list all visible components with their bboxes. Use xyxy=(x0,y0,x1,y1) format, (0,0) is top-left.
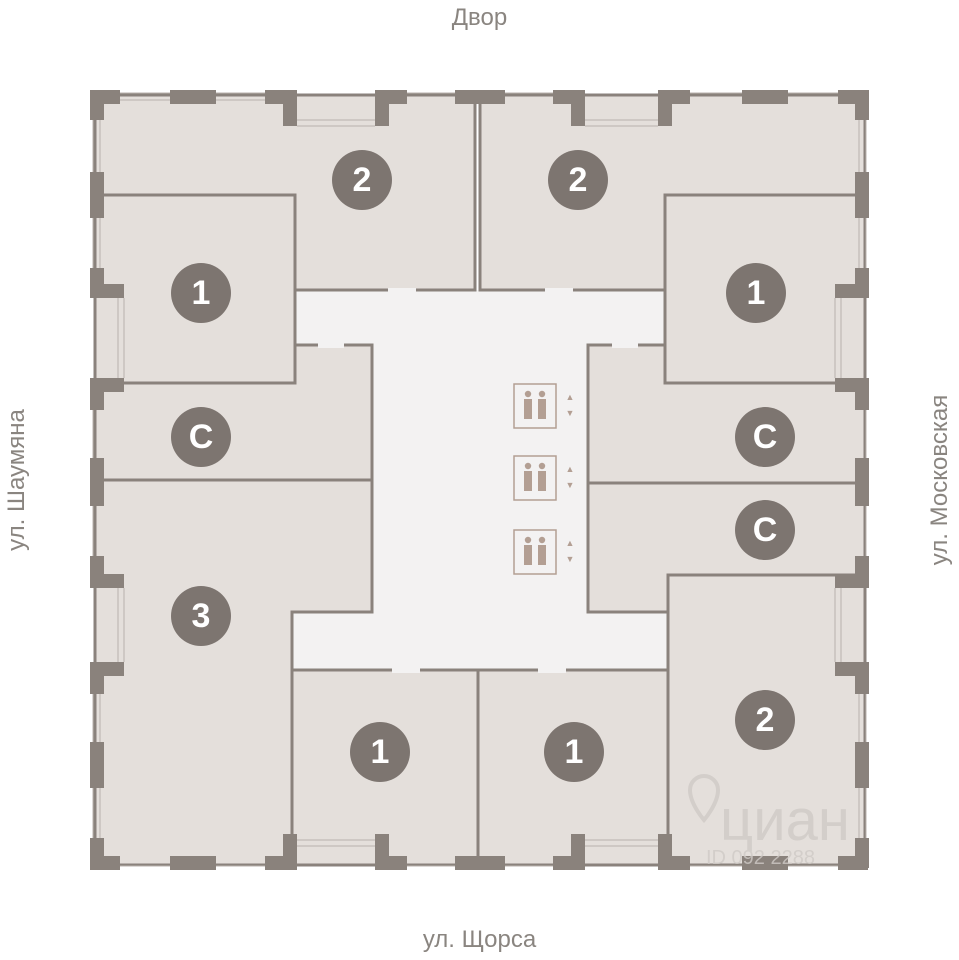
room-badge[interactable]: 1 xyxy=(726,263,786,323)
svg-text:▼: ▼ xyxy=(566,408,575,418)
svg-text:1: 1 xyxy=(192,274,211,312)
svg-text:циан: циан xyxy=(720,788,850,853)
svg-text:С: С xyxy=(189,418,214,456)
room-badge[interactable]: С xyxy=(735,500,795,560)
svg-text:3: 3 xyxy=(192,597,211,635)
svg-text:ID 092 2288: ID 092 2288 xyxy=(706,847,815,869)
svg-text:1: 1 xyxy=(565,733,584,771)
room-badge[interactable]: С xyxy=(171,407,231,467)
svg-text:▲: ▲ xyxy=(566,464,575,474)
room-badge[interactable]: С xyxy=(735,407,795,467)
svg-text:2: 2 xyxy=(756,701,775,739)
svg-text:1: 1 xyxy=(747,274,766,312)
svg-text:С: С xyxy=(753,511,778,549)
elevator-icon: ▲ ▼ xyxy=(513,455,575,501)
elevator-group: ▲ ▼ ▲ ▼ ▲ ▼ xyxy=(513,383,575,575)
svg-text:▼: ▼ xyxy=(566,480,575,490)
room-badge[interactable]: 2 xyxy=(735,690,795,750)
street-label-top: Двор xyxy=(451,4,508,31)
elevator-icon: ▲ ▼ xyxy=(513,529,575,575)
elevator-icon: ▲ ▼ xyxy=(513,383,575,429)
room-badge[interactable]: 3 xyxy=(171,586,231,646)
svg-text:С: С xyxy=(753,418,778,456)
room-badge[interactable]: 2 xyxy=(548,150,608,210)
windows xyxy=(92,92,867,867)
svg-text:▲: ▲ xyxy=(566,392,575,402)
svg-text:1: 1 xyxy=(371,733,390,771)
street-label-bottom: ул. Щорса xyxy=(422,926,537,953)
svg-text:▲: ▲ xyxy=(566,538,575,548)
svg-text:▼: ▼ xyxy=(566,554,575,564)
room-badge[interactable]: 2 xyxy=(332,150,392,210)
location-pin-icon xyxy=(687,774,721,824)
doors xyxy=(318,288,638,673)
room-badges: 2 2 1 1 С С С 3 1 1 2 xyxy=(171,150,795,782)
exterior-walls xyxy=(90,90,869,870)
room-badge[interactable]: 1 xyxy=(350,722,410,782)
room-badge[interactable]: 1 xyxy=(544,722,604,782)
svg-text:2: 2 xyxy=(569,161,588,199)
watermark: циан ID 092 2288 xyxy=(687,774,850,869)
room-badge[interactable]: 1 xyxy=(171,263,231,323)
svg-text:2: 2 xyxy=(353,161,372,199)
